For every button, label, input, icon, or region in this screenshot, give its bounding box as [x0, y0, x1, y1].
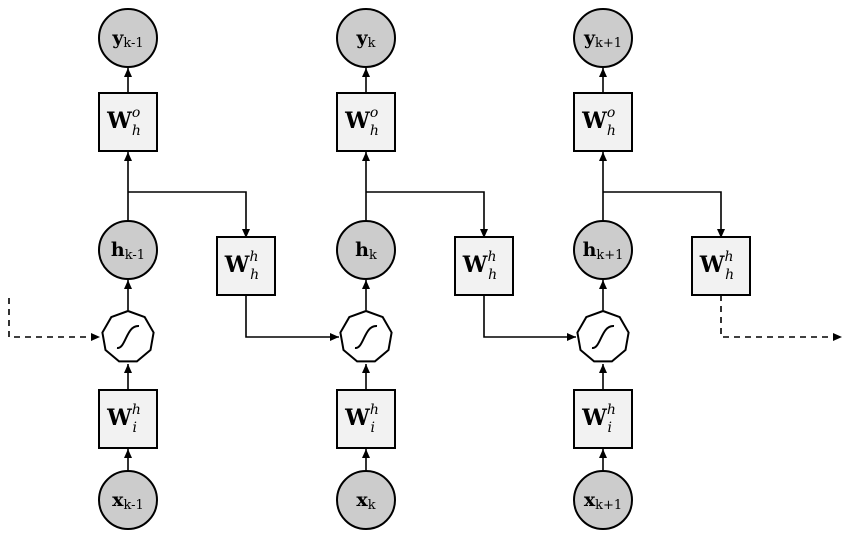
edge-h-to-wh-0: [128, 191, 250, 238]
svg-text:yk-1: yk-1: [111, 27, 143, 51]
output-node-y-1: yk: [336, 8, 396, 68]
svg-text:Woh: Woh: [344, 105, 379, 139]
svg-text:Whi: Whi: [344, 402, 379, 436]
hidden-node-h-1: hk: [336, 220, 396, 280]
activation-node-0: [101, 309, 155, 363]
svg-text:xk-1: xk-1: [112, 489, 144, 513]
svg-text:xk: xk: [356, 489, 375, 513]
svg-text:Whh: Whh: [699, 249, 734, 283]
svg-text:hk: hk: [355, 239, 377, 263]
svg-text:hk+1: hk+1: [583, 239, 624, 263]
sigmoid-icon: [591, 324, 615, 349]
svg-text:hk-1: hk-1: [111, 239, 145, 263]
edge-wh-to-act-2: [483, 295, 576, 341]
hidden-node-h-0: hk-1: [98, 220, 158, 280]
input-node-x-0: xk-1: [98, 470, 158, 530]
edge-wh-to-act-1: [245, 295, 339, 341]
edge-h-to-wh-1: [366, 191, 488, 238]
svg-text:yk: yk: [356, 27, 376, 51]
svg-text:Whi: Whi: [106, 402, 141, 436]
svg-text:yk+1: yk+1: [583, 27, 622, 51]
edge-h-to-wh-2: [603, 191, 725, 238]
activation-node-1: [339, 309, 393, 363]
input-node-x-2: xk+1: [573, 470, 633, 530]
edges: [8, 68, 842, 471]
svg-text:Whh: Whh: [224, 249, 259, 283]
svg-text:Woh: Woh: [106, 105, 141, 139]
activation-node-2: [576, 309, 630, 363]
sigmoid-icon: [116, 324, 140, 349]
edge-outgoing-dashed: [720, 295, 842, 341]
svg-text:Whh: Whh: [462, 249, 497, 283]
output-node-y-0: yk-1: [98, 8, 158, 68]
svg-text:xk+1: xk+1: [584, 489, 622, 513]
svg-text:Woh: Woh: [581, 105, 616, 139]
sigmoid-icon: [354, 324, 378, 349]
output-node-y-2: yk+1: [573, 8, 633, 68]
edge-incoming-dashed: [8, 298, 100, 341]
input-node-x-1: xk: [336, 470, 396, 530]
hidden-node-h-2: hk+1: [573, 220, 633, 280]
svg-text:Whi: Whi: [581, 402, 616, 436]
